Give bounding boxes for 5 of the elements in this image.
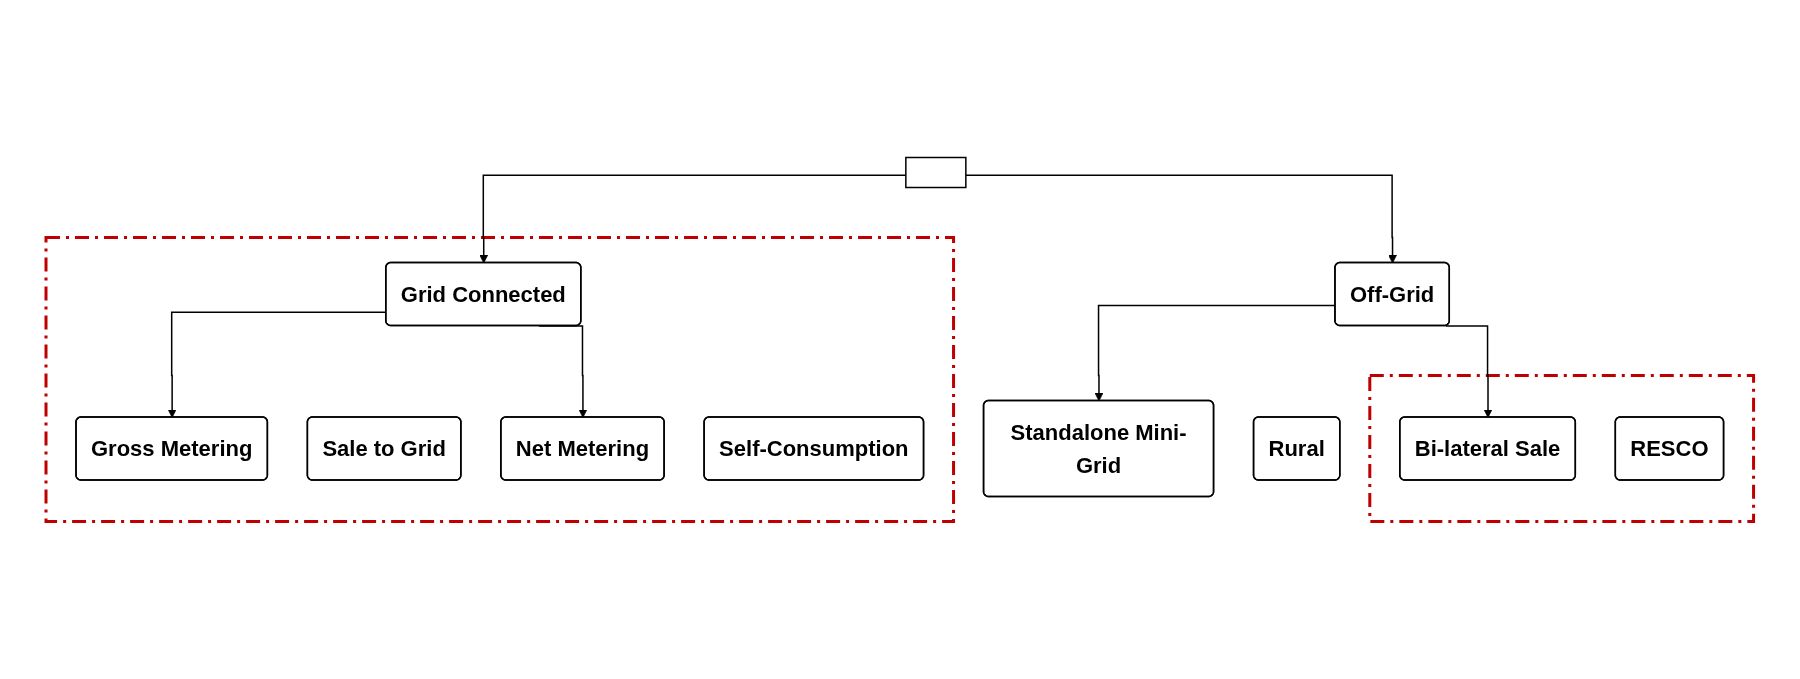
arrow (479, 174, 907, 264)
cluster (1368, 374, 1756, 523)
arrow (1445, 325, 1493, 418)
node-box (905, 156, 967, 189)
cluster (44, 236, 956, 523)
